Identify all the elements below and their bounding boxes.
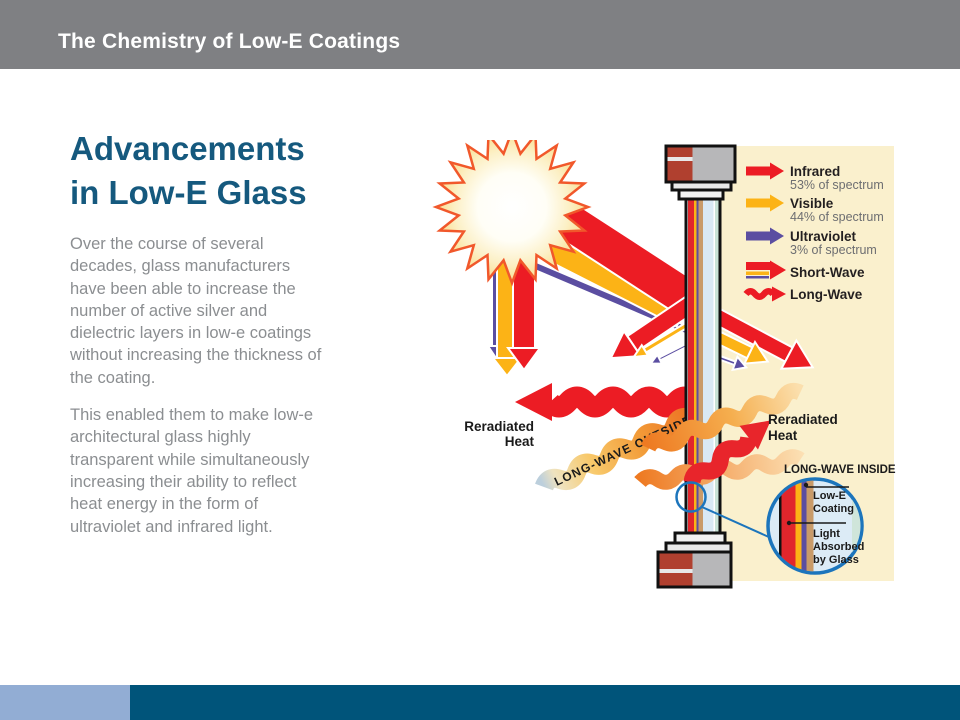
short-wave-arrow-icon bbox=[746, 260, 786, 280]
legend-item-ultraviolet: Ultraviolet 3% of spectrum bbox=[746, 227, 877, 257]
magnified-layers bbox=[779, 480, 861, 572]
long-wave-inside-band-a bbox=[640, 382, 804, 452]
callout-leader-line bbox=[701, 506, 772, 539]
legend-label: Infrared bbox=[790, 164, 840, 179]
page-title-line1: Advancements bbox=[70, 130, 305, 167]
legend-label: Ultraviolet bbox=[790, 229, 857, 244]
reradiated-heat-outside-label2: Heat bbox=[505, 434, 535, 449]
low-e-coating-label: Low-E bbox=[813, 490, 846, 502]
reradiated-heat-outside-label: Reradiated bbox=[464, 419, 534, 434]
reradiated-heat-outside-arrow bbox=[515, 383, 702, 421]
legend-label: Short-Wave bbox=[790, 265, 865, 280]
paragraph-1: Over the course of several decades, glas… bbox=[70, 235, 322, 387]
footer-accent-right bbox=[130, 685, 960, 720]
glass-pane-2 bbox=[715, 200, 719, 532]
brick-top bbox=[667, 147, 693, 181]
frame-gray-bottom bbox=[692, 553, 730, 586]
legend-sublabel: 53% of spectrum bbox=[790, 178, 884, 192]
glass-pane-1 bbox=[703, 200, 714, 532]
coating-purple-layer bbox=[696, 200, 699, 532]
light-absorbed-label3: by Glass bbox=[813, 554, 859, 566]
legend-sublabel: 3% of spectrum bbox=[790, 243, 877, 257]
magnified-red-layer bbox=[781, 480, 796, 572]
magnified-glass2-layer bbox=[852, 480, 861, 572]
legend-item-infrared: Infrared 53% of spectrum bbox=[746, 162, 884, 192]
legend-item-long-wave: Long-Wave bbox=[743, 286, 863, 302]
page-title-line2: in Low-E Glass bbox=[70, 174, 307, 211]
long-wave-arrow-icon bbox=[743, 286, 786, 302]
body-copy: Over the course of several decades, glas… bbox=[70, 233, 400, 553]
reradiated-heat-inside-arrow bbox=[683, 420, 771, 484]
slide-header-title: The Chemistry of Low-E Coatings bbox=[58, 30, 401, 53]
magnified-yellow-layer bbox=[795, 480, 802, 572]
legend-sublabel: 44% of spectrum bbox=[790, 210, 884, 224]
reradiated-heat-inside-label: Reradiated bbox=[768, 412, 838, 427]
slide-header-bar: The Chemistry of Low-E Coatings bbox=[0, 0, 960, 69]
frame-gray-top bbox=[692, 147, 734, 181]
reradiated-heat-inside-label2: Heat bbox=[768, 428, 798, 443]
legend-label: Long-Wave bbox=[790, 287, 863, 302]
light-absorbed-label2: Absorbed bbox=[813, 541, 864, 553]
coating-yellow-layer bbox=[694, 200, 697, 532]
coating-red-layer bbox=[688, 200, 694, 532]
magnified-tan-layer bbox=[806, 480, 814, 572]
low-e-coating-label2: Coating bbox=[813, 503, 854, 515]
legend-item-visible: Visible 44% of spectrum bbox=[746, 194, 884, 224]
legend-label: Visible bbox=[790, 196, 834, 211]
low-e-diagram: Infrared 53% of spectrum Visible 44% of … bbox=[430, 127, 900, 595]
reflected-infrared-arrow bbox=[609, 291, 704, 360]
coating-magnifier-callout: Low-E Coating Light Absorbed by Glass bbox=[675, 477, 864, 575]
magnified-purple-layer bbox=[801, 480, 807, 572]
footer-accent-left bbox=[0, 685, 130, 720]
sun-icon bbox=[432, 127, 592, 287]
legend-item-short-wave: Short-Wave bbox=[746, 260, 865, 280]
coating-tan-layer bbox=[698, 200, 703, 532]
callout-source-circle bbox=[675, 481, 707, 513]
paragraph-2: This enabled them to make low-e architec… bbox=[70, 406, 314, 536]
page-title: Advancements in Low-E Glass bbox=[70, 127, 307, 215]
spectrum-legend: Infrared 53% of spectrum Visible 44% of … bbox=[743, 162, 884, 302]
low-e-diagram-svg: Infrared 53% of spectrum Visible 44% of … bbox=[432, 127, 896, 589]
long-wave-inside-label: LONG-WAVE INSIDE bbox=[784, 464, 896, 476]
light-absorbed-label: Light bbox=[813, 528, 840, 540]
